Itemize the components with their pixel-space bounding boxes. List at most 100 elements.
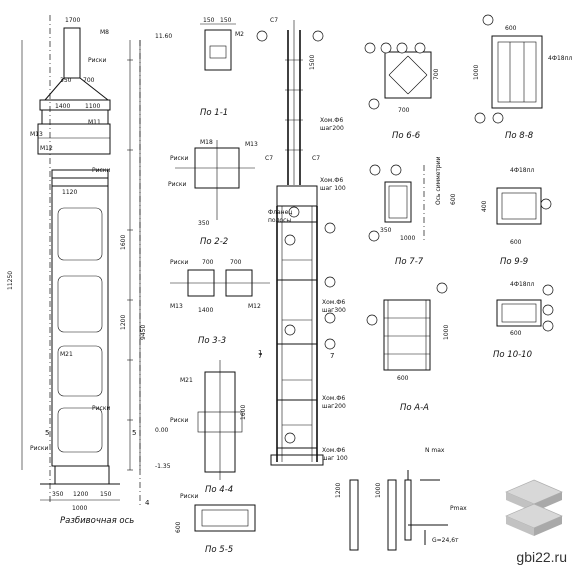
mark-4: 4 [145,499,150,507]
section-1-1: 150 150 М2 По 1-1 [200,17,244,118]
load-scheme: N max Pmax G=24,6т 1200 1000 [335,447,467,551]
mark-5-right: 5 [132,429,136,437]
hom-mid2-step: шаг300 [322,307,346,314]
level-zero: 0.00 [155,427,169,434]
hom-low-step: шаг200 [322,403,346,410]
dim-350-top: 350 [60,77,72,84]
mark-7-left: 7 [258,352,262,360]
dim-350-s7: 350 [380,227,392,234]
dim-1600-s4: 1600 [240,405,247,420]
dim-600-s8: 600 [505,25,517,32]
section-1-1-title: По 1-1 [200,108,228,118]
section-7-7: 350 1000 Ось симметрии 600 По 7-7 [368,156,457,267]
section-8-8-title: По 8-8 [505,131,534,141]
armir-s9: 4Ф18пл [510,167,535,174]
armir-s10: 4Ф18пл [510,281,535,288]
dim-750-s3: 700 [202,259,214,266]
section-3-3-title: По 3-3 [198,336,226,346]
dim-300-s2: 350 [198,220,210,227]
reinforcement-cage: С7 С7 С7 1500 Хом.Ф6 шаг200 Хом.Ф6 шаг 1… [256,17,348,466]
axis-label: Разбивочная ось [60,516,134,526]
dim-600-s10: 600 [510,330,522,337]
dim-1400: 1400 [55,103,70,110]
mark-c7-top: С7 [270,17,278,24]
riski-s3: Риски [170,259,188,266]
dim-150b-s1: 150 [220,17,232,24]
dim-1400-s3: 1400 [198,307,213,314]
section-a-a: 600 1000 По А-А [366,282,450,413]
fix-label-2: полосы [268,217,291,224]
mark-m11: М11 [88,119,101,126]
dim-1120: 1120 [62,189,77,196]
mark-m2: М2 [235,31,244,38]
dim-700b-s6: 700 [433,68,440,80]
nmax-label: N max [425,447,445,454]
mark-c7-right: С7 [312,155,320,162]
hom-mid1-step: шаг 100 [320,185,346,192]
dim-150-bottom: 150 [100,491,112,498]
dim-750b-s3: 700 [230,259,242,266]
riski-s2a: Риски [170,155,188,162]
riski-mid: Риски [92,167,110,174]
mark-m12: М12 [40,145,53,152]
dim-1700: 1700 [65,17,80,24]
g-label: G=24,6т [432,537,459,544]
section-10-10-title: По 10-10 [493,350,532,360]
section-7-7-title: По 7-7 [395,257,424,267]
dim-600-sa: 600 [397,375,409,382]
mark-m21-left: М21 [60,351,73,358]
dim-600-s5: 600 [175,521,182,533]
section-6-6-title: По 6-6 [392,131,421,141]
section-9-9-title: По 9-9 [500,257,528,267]
dim-1050-s8: 1000 [473,65,480,80]
dim-1200-bottom: 1200 [73,491,88,498]
mark-m13: М13 [30,131,43,138]
mark-m21-s4: М21 [180,377,193,384]
riski-top: Риски [88,57,106,64]
hom-mid1: Хом.Ф6 [320,177,343,184]
dim-2000-b: 1200 [120,315,127,330]
dim-600-s7: 600 [450,193,457,205]
dim-1100: 1100 [85,103,100,110]
mark-m12-s3: М12 [248,303,261,310]
level-bottom: -1.35 [155,463,171,470]
axis-sym-s7: Ось симметрии [435,156,442,205]
dim-150-s1: 150 [203,17,215,24]
armir-s8: 4Ф18пл [548,55,573,62]
mark-5-left: 5 [45,429,49,437]
dim-350-bottom: 350 [52,491,64,498]
riski-s2b: Риски [168,181,186,188]
dim-2000-a: 1600 [120,235,127,250]
mark-m13-s2: М13 [245,141,258,148]
section-3-3: Риски 700 700 1400 М13 М12 По 3-3 [170,259,270,346]
site-logo-icon [505,479,563,536]
column-elevation: 1700 350 700 1400 1100 1120 Риски Риски … [7,15,172,526]
section-4-4: М21 Риски 1600 По 4-4 [170,360,247,495]
mark-7-right: 7 [330,352,334,360]
dim-1000-bottom: 1000 [72,505,87,512]
fix-label-1: Фланец [268,209,292,216]
hom-top-step: шаг200 [320,125,344,132]
mark-m18-s2: М18 [200,139,213,146]
hom-low: Хом.Ф6 [322,395,345,402]
section-6-6: 700 700 По 6-6 [364,42,440,141]
dim-1050-sa: 1000 [443,325,450,340]
dim-400-s9: 400 [481,200,488,212]
dim-9450: 9450 [140,325,147,340]
section-9-9: 4Ф18пл 600 400 По 9-9 [481,167,552,267]
site-watermark: gbi22.ru [516,549,567,565]
dim-1500-cage: 1500 [309,55,316,70]
hom-bottom: Хом.Ф6 [322,447,345,454]
dim-1000-load: 1000 [375,483,382,498]
mark-1-cage: 1 [258,349,262,357]
section-5-5: Риски 600 По 5-5 [175,493,256,555]
section-2-2: М18 М13 Риски Риски 350 По 2-2 [168,139,258,247]
riski-bottom: Риски [30,445,48,452]
dim-700-s6: 700 [398,107,410,114]
hom-bottom-step: шаг 100 [322,455,348,462]
dim-11250: 11250 [7,271,14,290]
mark-m13-s3: М13 [170,303,183,310]
level-top: 11.60 [155,33,172,40]
section-a-a-title: По А-А [400,403,429,413]
